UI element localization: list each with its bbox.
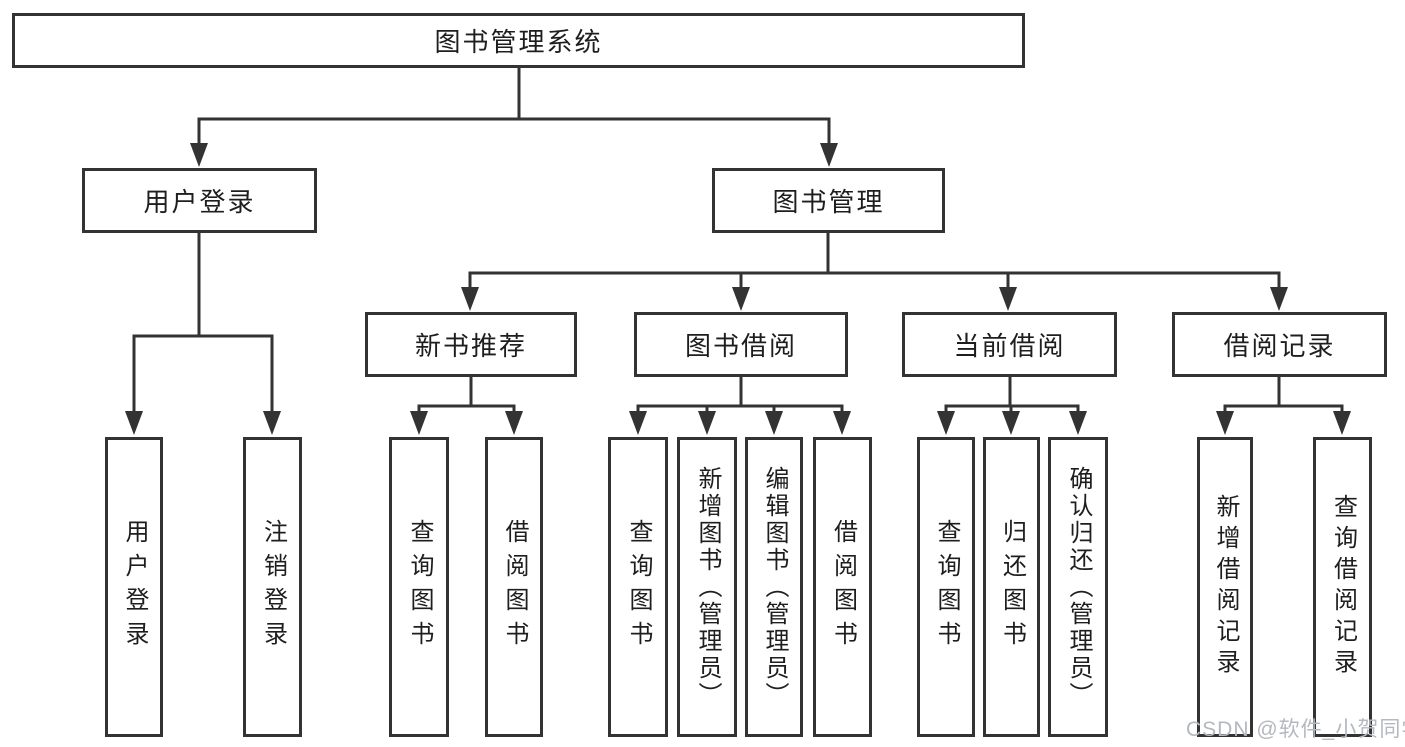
- connector-user-login: [132, 231, 274, 425]
- arrow-icon: [833, 411, 851, 435]
- arrowheads: [125, 143, 1351, 435]
- arrow-icon: [1069, 411, 1087, 435]
- node-label: 编辑图书（管理员）: [761, 465, 788, 709]
- node-label: 查询图书: [933, 519, 960, 655]
- arrow-icon: [1002, 411, 1020, 435]
- connector-book-borrow: [636, 375, 844, 425]
- node-label: 图书管理系统: [434, 27, 603, 57]
- node-label: 查询图书: [406, 519, 433, 655]
- arrow-icon: [1216, 411, 1234, 435]
- node-label: 查询借阅记录: [1329, 494, 1357, 680]
- arrow-icon: [732, 287, 750, 311]
- arrow-icon: [125, 411, 143, 435]
- node-label: 借阅图书: [829, 519, 857, 655]
- node-label: 当前借阅: [953, 331, 1066, 361]
- node-label: 借阅图书: [501, 519, 528, 655]
- arrow-icon: [263, 411, 281, 435]
- leaf-add-borrow-record: 新增借阅记录: [1197, 437, 1253, 737]
- connector-book-mgmt: [468, 231, 1281, 300]
- leaf-query-borrow-record: 查询借阅记录: [1313, 437, 1372, 737]
- node-borrow-record: 借阅记录: [1172, 312, 1387, 377]
- leaf-query-books: 查询图书: [389, 437, 449, 737]
- leaf-user-login: 用户登录: [105, 437, 163, 737]
- leaf-borrow-books: 借阅图书: [813, 437, 872, 737]
- arrow-icon: [820, 143, 838, 167]
- node-label: 用户登录: [143, 187, 256, 217]
- arrow-icon: [1270, 287, 1288, 311]
- leaf-add-books-admin: 新增图书（管理员）: [677, 437, 737, 737]
- node-label: 用户登录: [121, 519, 148, 655]
- arrow-icon: [629, 411, 647, 435]
- node-label: 确认归还（管理员）: [1065, 465, 1092, 709]
- arrow-icon: [410, 411, 428, 435]
- arrow-icon: [937, 411, 955, 435]
- connector-borrow-record: [1223, 375, 1344, 425]
- csdn-watermark: CSDN @软件_小贺同学: [1186, 718, 1405, 741]
- arrow-icon: [190, 143, 208, 167]
- node-book-borrow: 图书借阅: [634, 312, 848, 377]
- leaf-confirm-return-admin: 确认归还（管理员）: [1048, 437, 1108, 737]
- node-label: 图书管理: [772, 187, 885, 217]
- node-current-borrow: 当前借阅: [902, 312, 1117, 377]
- node-root-system: 图书管理系统: [12, 13, 1025, 68]
- node-book-management: 图书管理: [712, 168, 945, 233]
- leaf-edit-books-admin: 编辑图书（管理员）: [745, 437, 803, 737]
- leaf-borrow-books: 借阅图书: [485, 437, 543, 737]
- node-label: 查询图书: [625, 519, 652, 655]
- node-user-login: 用户登录: [82, 168, 317, 233]
- node-label: 新书推荐: [414, 331, 527, 361]
- arrow-icon: [461, 287, 479, 311]
- node-new-book-recommend: 新书推荐: [365, 312, 577, 377]
- leaf-logout: 注销登录: [243, 437, 302, 737]
- arrow-icon: [999, 287, 1017, 311]
- leaf-return-books: 归还图书: [983, 437, 1040, 737]
- arrow-icon: [1333, 411, 1351, 435]
- leaf-query-books: 查询图书: [608, 437, 668, 737]
- node-label: 图书借阅: [684, 331, 797, 361]
- arrow-icon: [698, 411, 716, 435]
- node-label: 新增图书（管理员）: [694, 465, 721, 709]
- node-label: 归还图书: [998, 519, 1026, 655]
- connector-root: [197, 66, 831, 152]
- arrow-icon: [505, 411, 523, 435]
- arrow-icon: [765, 411, 783, 435]
- node-label: 新增借阅记录: [1212, 494, 1239, 680]
- node-label: 借阅记录: [1223, 331, 1336, 361]
- connector-new-book: [417, 375, 516, 425]
- node-label: 注销登录: [259, 519, 287, 655]
- leaf-query-books: 查询图书: [917, 437, 975, 737]
